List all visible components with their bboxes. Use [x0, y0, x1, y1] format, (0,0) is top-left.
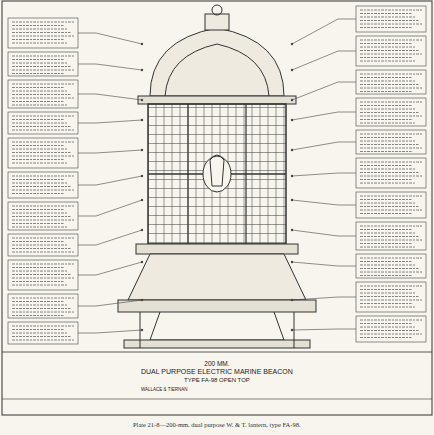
lantern	[118, 5, 316, 348]
title-text: 200 MM.	[141, 360, 293, 368]
caption: Plate 21-8—200-mm. dual purpose W. & T. …	[133, 421, 301, 428]
callout-boxes	[8, 6, 426, 344]
frame	[2, 1, 432, 415]
maker-name: WALLACE & TIERNAN	[141, 387, 293, 393]
title-block: 200 MM.DUAL PURPOSE ELECTRIC MARINE BEAC…	[135, 358, 299, 395]
title-text: DUAL PURPOSE ELECTRIC MARINE BEACON	[141, 368, 293, 377]
title-text: TYPE FA-98 OPEN TOP	[141, 377, 293, 385]
